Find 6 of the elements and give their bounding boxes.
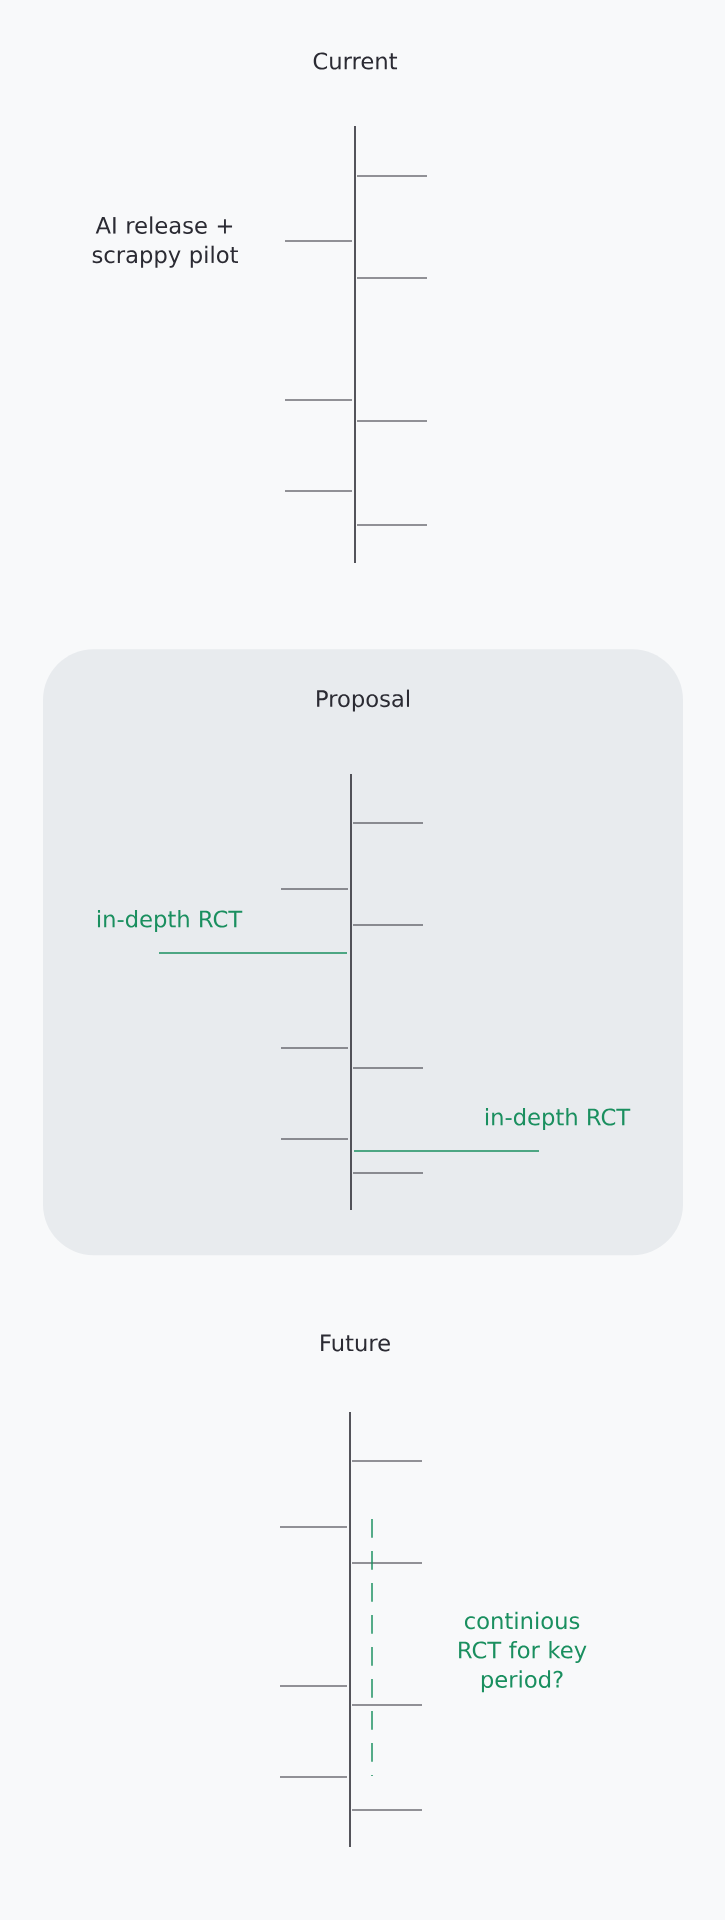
annotation-text: in-depth RCT xyxy=(486,1108,631,1130)
section-title: Future xyxy=(321,1334,390,1352)
annotation-text: AI release + scrappy pilot xyxy=(92,216,238,268)
section-title: Current xyxy=(313,52,398,70)
annotation-text: continious RCT for key period? xyxy=(459,1611,587,1693)
annotation-text: in-depth RCT xyxy=(98,910,243,932)
